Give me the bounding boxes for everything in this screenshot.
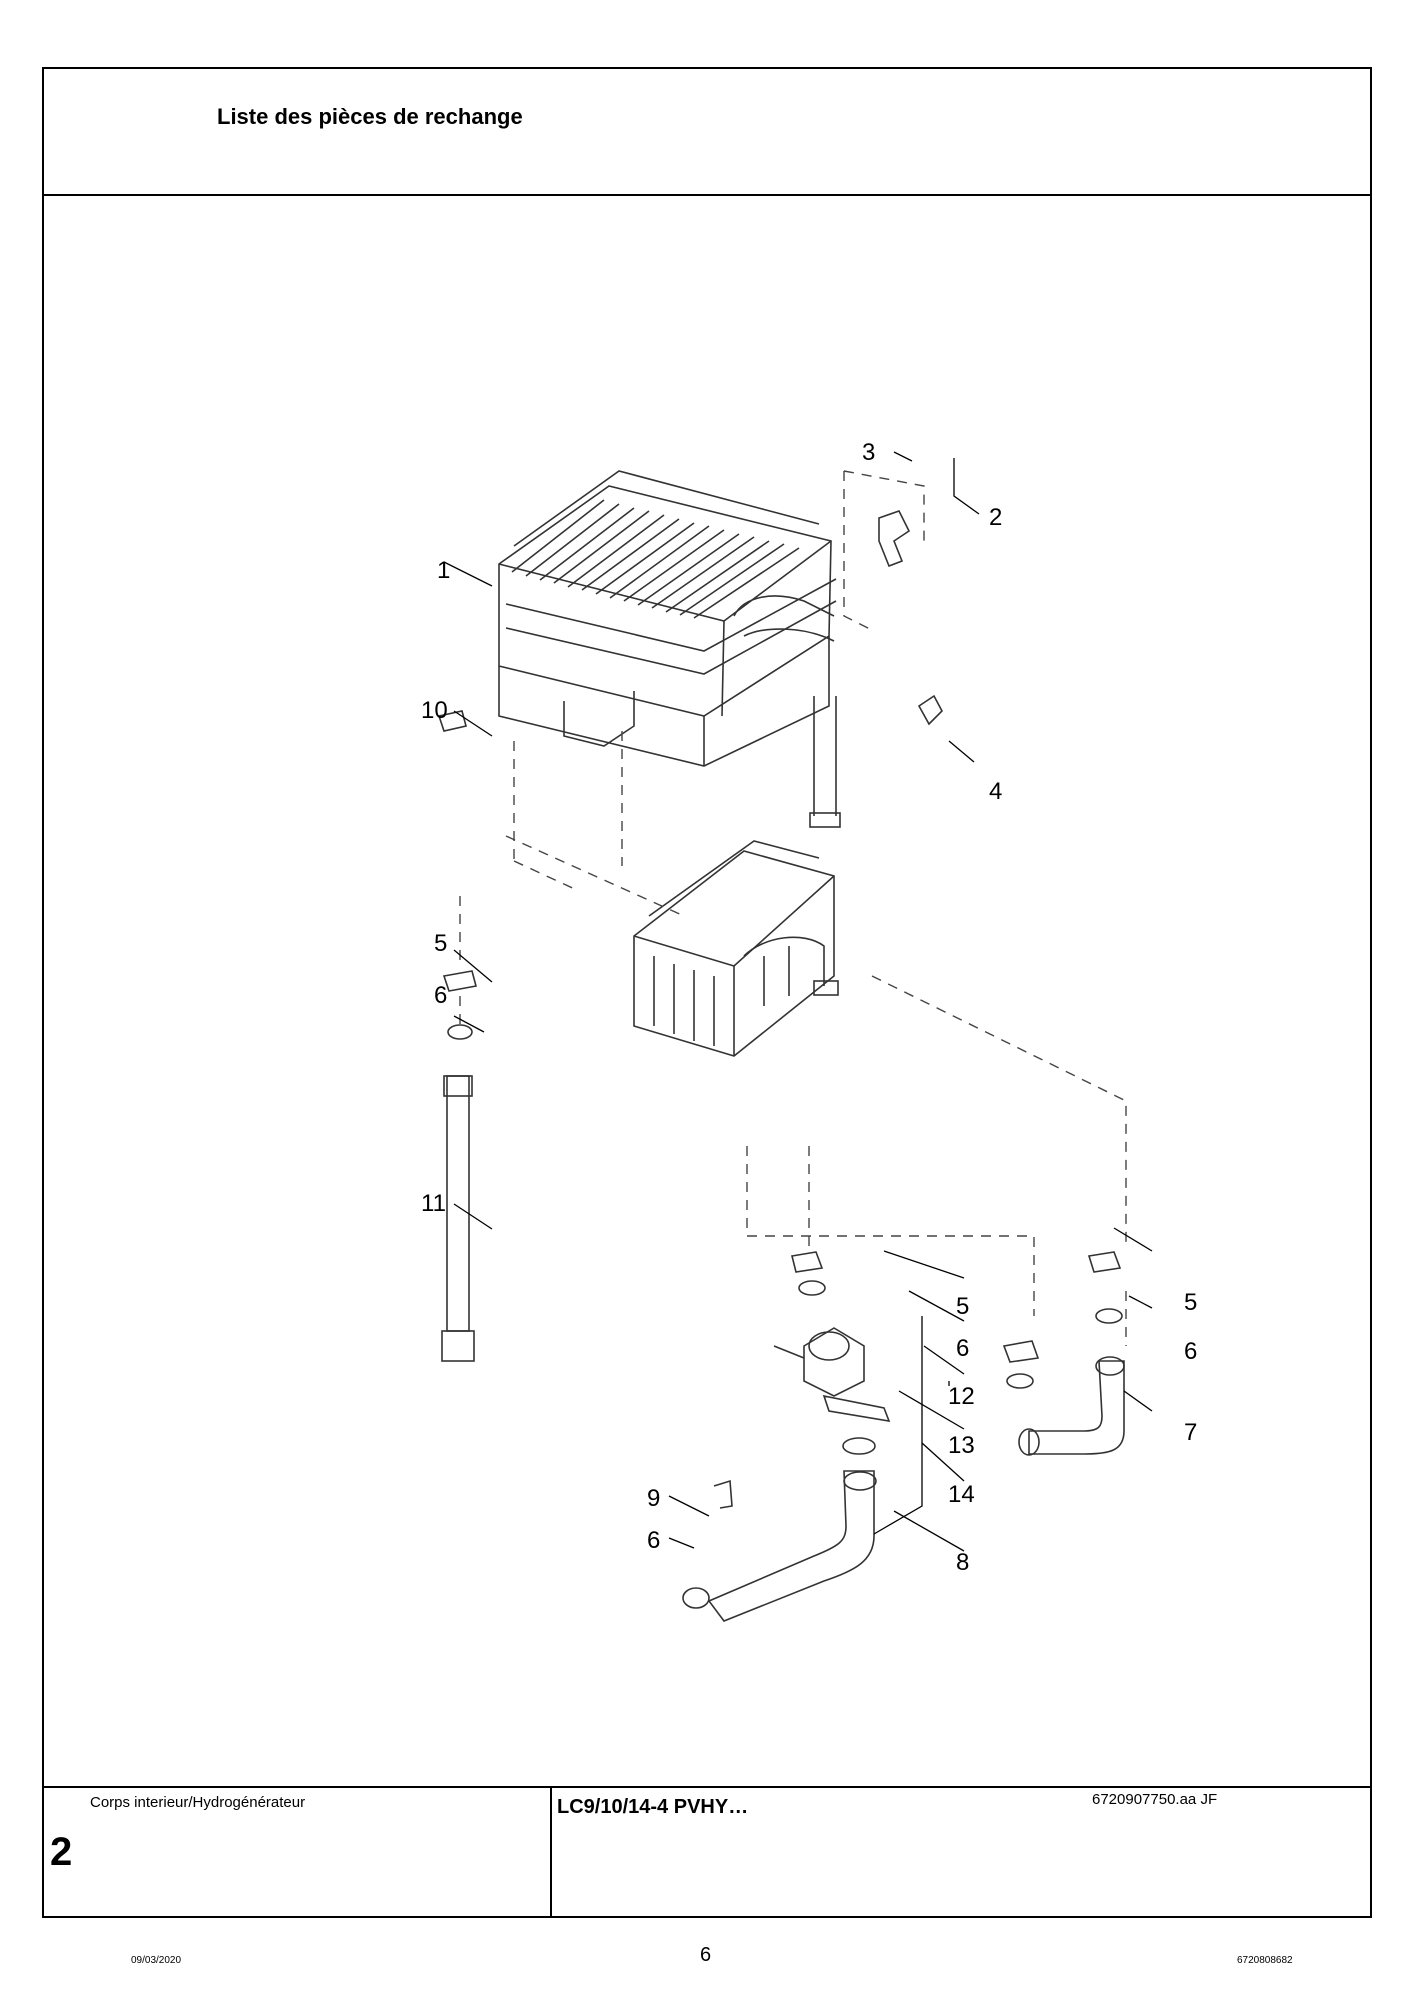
callout-6a: 6 xyxy=(434,982,447,1009)
header-row: Liste des pièces de rechange xyxy=(44,69,1370,196)
callout-2: 2 xyxy=(989,504,1002,531)
callout-5a: 5 xyxy=(434,930,447,957)
page-frame: Liste des pièces de rechange xyxy=(42,67,1372,1918)
hydro-generator-illustration xyxy=(633,840,839,1057)
callout-5c: 5 xyxy=(956,1293,969,1320)
exploded-view-svg: 1 2 3 4 5 6 10 11 5 6 5 6 12 13 14 9 6 8… xyxy=(421,439,1197,1622)
section-caption: Corps interieur/Hydrogénérateur xyxy=(90,1794,306,1811)
page-number: 6 xyxy=(700,1944,712,1966)
assembly-dash-lines xyxy=(459,470,1127,1346)
callout-4: 4 xyxy=(989,778,1002,805)
print-date: 09/03/2020 xyxy=(131,1955,182,1966)
callout-6c: 6 xyxy=(956,1335,969,1362)
callout-1: 1 xyxy=(437,557,450,584)
section-number: 2 xyxy=(50,1830,73,1874)
page-title: Liste des pièces de rechange xyxy=(217,104,523,129)
footer-row: Corps interieur/Hydrogénérateur 2 LC9/10… xyxy=(44,1786,1370,1918)
callout-14: 14 xyxy=(948,1481,975,1508)
footer-divider xyxy=(550,1788,552,1918)
small-parts-illustration xyxy=(437,510,1125,1622)
callout-12: 12 xyxy=(948,1383,975,1410)
callout-10: 10 xyxy=(421,697,448,724)
document-number: 6720808682 xyxy=(1237,1955,1293,1966)
heat-exchanger-illustration xyxy=(498,470,841,828)
callout-numbers: 1 2 3 4 5 6 10 11 5 6 5 6 12 13 14 9 6 8… xyxy=(421,439,1197,1576)
callout-13: 13 xyxy=(948,1432,975,1459)
callout-7: 7 xyxy=(1184,1419,1197,1446)
drawing-reference-code: 6720907750.aa JF xyxy=(1092,1791,1218,1808)
exploded-view-drawing: 1 2 3 4 5 6 10 11 5 6 5 6 12 13 14 9 6 8… xyxy=(44,196,1370,1808)
callout-5b: 5 xyxy=(1184,1289,1197,1316)
callout-3: 3 xyxy=(862,439,875,466)
callout-6d: 6 xyxy=(647,1527,660,1554)
callout-9: 9 xyxy=(647,1485,660,1512)
callout-6b: 6 xyxy=(1184,1338,1197,1365)
callout-leader-lines xyxy=(443,451,1153,1552)
callout-11: 11 xyxy=(421,1190,446,1217)
callout-8: 8 xyxy=(956,1549,969,1576)
model-name: LC9/10/14-4 PVHY… xyxy=(557,1796,749,1818)
